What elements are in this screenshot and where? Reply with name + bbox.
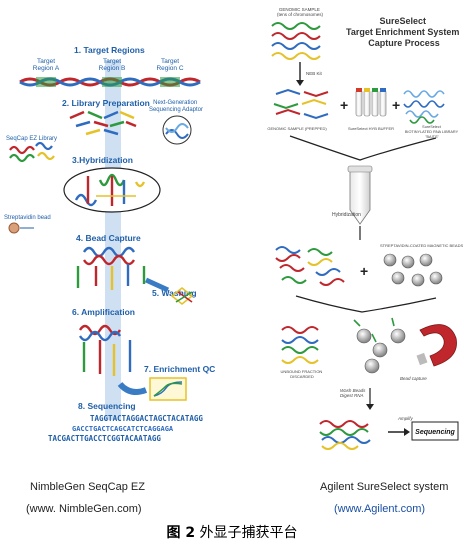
baits-line2: BIOTINYLATED RNA LIBRARY [405,130,459,134]
genomic-sample-strands [271,22,321,60]
unbound-line2: DISCARDED [290,374,314,379]
genomic-sample-line1: GENOMIC SAMPLE [279,7,320,12]
plus-3: + [360,263,368,279]
region-a-line2: Region A [33,65,60,72]
step-6-label: 6. Amplification [72,307,135,317]
amplification-strands [78,324,132,376]
region-b-line2: Region B [99,65,126,72]
figure-caption-text: 外显子捕获平台 [199,525,298,541]
prep-label: NEB Kit [306,71,323,76]
baits-line3: "BAITS" [425,135,439,139]
prepped-fragments [273,88,329,120]
adaptor-line1: Next-Generation [153,100,197,106]
genomic-sample-line2: (tens of chromosomes) [277,12,324,17]
merge-bracket [289,135,437,161]
sequence-line-1: TAGGTACTAGGACTAGCTACATAGG [90,414,203,423]
magnet-icon [419,324,457,367]
step-7-label: 7. Enrichment QC [144,364,215,374]
step-2-label: 2. Library Preparation [62,98,150,108]
sequence-line-2: GACCTGACTCAGCATCTCAGGAGA [72,425,174,433]
chromosome-strip [19,77,201,87]
step-1-label: 1. Target Regions [74,45,145,55]
step-8-label: 8. Sequencing [78,401,136,411]
region-c-line1: Target [161,58,179,65]
sureselect-title: SureSelect Target Enrichment System Capt… [346,16,462,48]
sequencing-label: Sequencing [415,429,455,436]
library-fragments [69,110,137,136]
hybridization-tube [347,165,373,225]
amplify-label: Amplify [397,416,414,421]
right-caption-url: (www.Agilent.com) [334,503,426,515]
baits-line1: SureSelect [422,125,442,129]
left-caption: NimbleGen SeqCap EZ [30,481,145,493]
wash-label: Wash Beads Digest RNA [340,388,367,398]
bead-label: Streptavidin bead [4,215,51,221]
sequence-line-3: TACGACTTGACCTCGGTACAATAGG [48,434,161,443]
genomic-prepped-label: GENOMIC SAMPLE (PREPPED) [267,126,327,131]
right-caption: Agilent SureSelect system [320,481,449,493]
bead-capture-beads [353,317,406,374]
hyb-buffer-tubes [355,88,387,117]
adaptor-line2: Sequencing Adaptor [149,107,203,113]
region-a-line1: Target [37,58,55,65]
wash-line2: Digest RNA [340,393,364,398]
genomic-sample-label: GENOMIC SAMPLE (tens of chromosomes) [277,7,324,17]
rna-baits [403,90,445,124]
plus-1: + [340,97,348,113]
region-b-line1: Target [103,58,121,65]
agilent-panel: SureSelect Target Enrichment System Capt… [267,7,463,450]
title-line3: Capture Process [368,38,440,48]
sequence-lines: TAGGTACTAGGACTAGCTACATAGG GACCTGACTCAGCA… [48,414,203,443]
plus-2: + [392,97,400,113]
wash-line1: Wash Beads [340,388,366,393]
step-5-label: 5. Washing [152,288,197,298]
hybridized-strands [74,173,146,207]
washing-cluster [170,286,194,306]
figure-number: 图 2 [166,525,196,541]
qc-arrow [117,381,148,395]
beads-label: STREPTAVIDIN-COATED MAGNETIC BEADS [380,243,463,248]
title-line2: Target Enrichment System [346,27,459,37]
unbound-label: UNBOUND FRACTION DISCARDED [281,369,324,379]
library-label: SeqCap EZ Library [6,136,57,142]
step-3-label: 3.Hybridization [72,155,133,165]
step-4-label: 4. Bead Capture [76,233,141,243]
region-c-line2: Region C [156,65,183,72]
merge-bracket-2 [295,295,437,313]
magnetic-beads [383,253,443,287]
baits-label: SureSelect BIOTINYLATED RNA LIBRARY "BAI… [405,125,459,139]
adaptor-label: Next-Generation Sequencing Adaptor [149,100,203,113]
hyb-buffer-label: SureSelect HYB BUFFER [348,126,394,131]
seqcap-library-probes [9,141,55,163]
figure-caption: 图 2 外显子捕获平台 [0,522,464,542]
left-caption-url: (www. NimbleGen.com) [26,503,142,515]
nimblegen-panel: 1. Target Regions 2. Library Preparation… [4,45,215,443]
sequencing-box [411,421,459,441]
enrichment-qc-chart [149,377,187,401]
streptavidin-bead-icon [8,222,20,234]
hybrid-complexes [275,246,345,286]
unbound-fraction [281,326,319,364]
title-line1: SureSelect [379,16,426,26]
hybridization-label: Hybridization [332,212,361,218]
bead-capture-strands [76,246,146,290]
captured-strands [319,420,371,450]
bead-capture-label: Bead capture [400,376,427,381]
adaptor-zoom-circle [162,115,192,145]
unbound-line1: UNBOUND FRACTION [281,369,323,374]
washing-arrow [144,277,170,293]
